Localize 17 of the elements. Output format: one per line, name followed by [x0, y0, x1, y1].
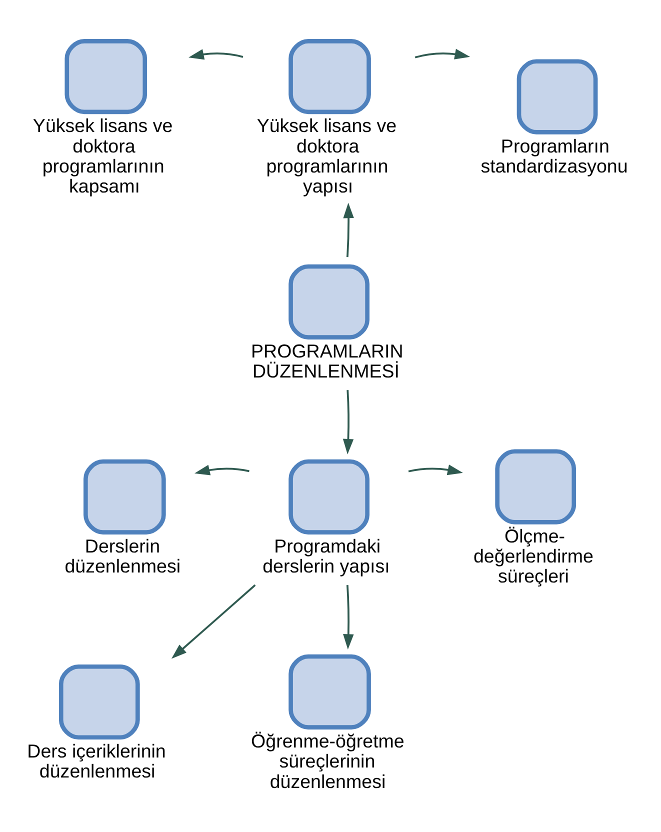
arrow [343, 585, 354, 650]
arrow [188, 49, 244, 60]
arrow [194, 464, 250, 476]
node-label: Yüksek lisans ve doktora programlarının kapsamı [32, 115, 173, 197]
arrow [408, 464, 463, 476]
node-label: PROGRAMLARIN DÜZENLENMESİ [251, 340, 404, 382]
node-label: Programdaki derslerin yapısı [262, 535, 390, 577]
arrow [343, 202, 354, 258]
node-label: Öğrenme-öğretme süreçlerinin düzenlenmesi [251, 730, 404, 792]
arrow [414, 48, 470, 60]
node-label: Programların standardizasyonu [480, 135, 628, 176]
arrow [342, 390, 354, 454]
node-label: Ölçme-değerlendirme süreçleri [474, 525, 594, 587]
node-label: Ders içeriklerinin düzenlenmesi [27, 740, 166, 782]
node-label: Derslerin düzenlenmesi [64, 535, 181, 577]
node-label: Yüksek lisans ve doktora programlarının yapısı [256, 115, 397, 197]
arrow [171, 584, 256, 659]
